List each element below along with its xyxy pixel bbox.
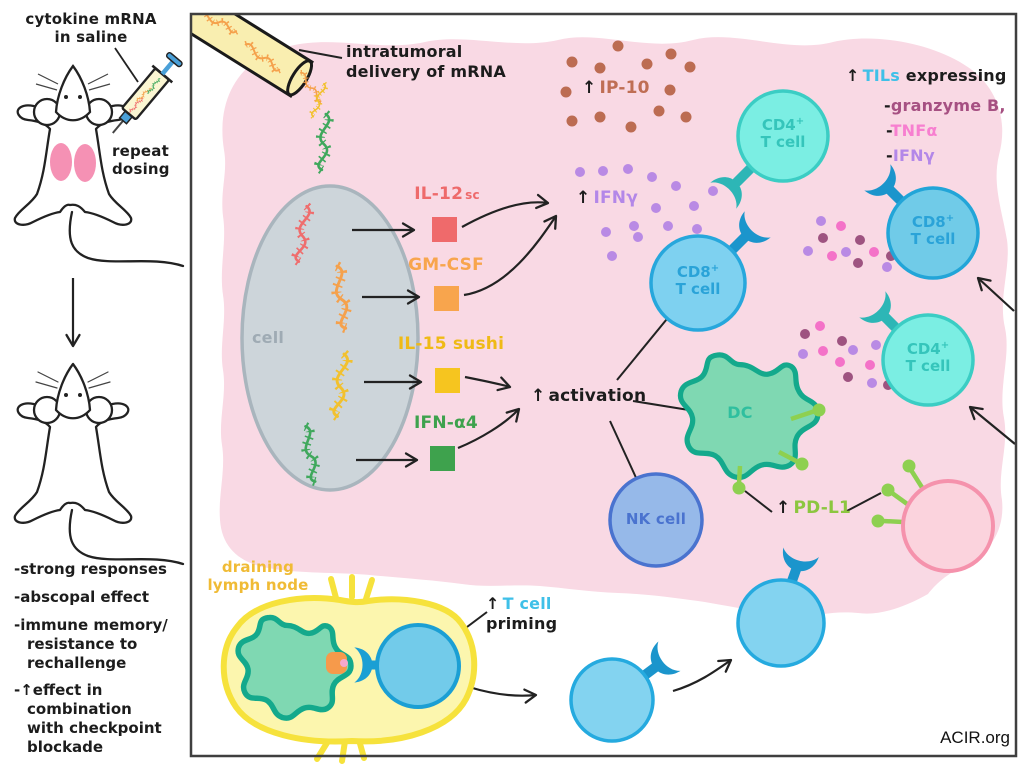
- outcome-abscopal-effect: -abscopal effect: [14, 587, 149, 606]
- outcomes-list: -strong responses -abscopal effect -immu…: [14, 560, 190, 766]
- til-effector-dots-cd8: [803, 216, 896, 272]
- ifng-dots: [575, 164, 718, 261]
- up-arrow-icon: ↑: [776, 498, 791, 518]
- pipette: [192, 15, 314, 98]
- migration-arrows: [468, 658, 733, 704]
- dc-label: DC: [727, 403, 753, 422]
- granzyme-item: -granzyme B,: [884, 96, 1006, 115]
- ip10-label: ↑IP-10: [582, 78, 650, 98]
- effect-arrows: [457, 193, 558, 450]
- ifna4-protein-square: [430, 446, 455, 471]
- cd4-t-cell-top: [710, 89, 830, 209]
- delivery-label: intratumoral delivery of mRNA: [346, 42, 506, 81]
- infiltration-arrows: [968, 276, 1016, 445]
- ip10-dots: [560, 40, 696, 133]
- injection-label-pointer: [114, 47, 139, 83]
- up-arrow-icon: ↑: [486, 594, 500, 613]
- credit-acir: ACIR.org: [940, 728, 1010, 747]
- il15-protein-square: [435, 368, 460, 393]
- cell-label: cell: [252, 328, 285, 347]
- t-cell-priming-label: ↑T cell priming: [486, 594, 558, 633]
- cd8-mid-label: CD8+ T cell: [675, 263, 721, 299]
- gmcsf-label: GM-CSF: [408, 255, 484, 275]
- pdl1-stubs-dc: [736, 408, 816, 484]
- ifng-label: ↑IFNγ: [576, 188, 638, 208]
- mouse-1-head: [32, 64, 114, 127]
- cd8-t-cell-mid: [649, 211, 771, 332]
- nk-cell-label: NK cell: [625, 510, 687, 528]
- cd4-top-label: CD4+ T cell: [760, 116, 806, 152]
- il15-label: IL-15 sushi: [397, 334, 505, 354]
- dendritic-cell-tumor: [680, 355, 826, 495]
- outcome-checkpoint-combo: -↑effect in combination with checkpoint …: [14, 681, 162, 757]
- nk-cell: [608, 472, 704, 568]
- cd8-right-label: CD8+ T cell: [910, 213, 956, 249]
- mhc-complex: [326, 652, 347, 674]
- mouse-tumor-bearing: [13, 104, 185, 268]
- syringe: [112, 52, 183, 134]
- outcome-immune-memory: -immune memory/ resistance to rechalleng…: [14, 615, 168, 672]
- up-arrow-icon: ↑: [846, 66, 860, 85]
- cd4-right-label: CD4+ T cell: [905, 340, 951, 376]
- lymph-node-label: draining lymph node: [207, 558, 309, 595]
- activation-label: ↑activation: [531, 386, 647, 406]
- main-panel-border: [189, 12, 1018, 758]
- mouse-1-extras: [50, 143, 96, 182]
- transfected-cell: [240, 184, 420, 492]
- up-arrow-icon: ↑: [531, 386, 546, 406]
- outcome-strong-responses: -strong responses: [14, 560, 167, 578]
- up-arrow-icon: ↑: [582, 78, 597, 98]
- pdl1-label: ↑PD-L1: [776, 498, 852, 518]
- translation-arrows: [352, 222, 423, 468]
- up-arrow-icon: ↑: [576, 188, 591, 208]
- il12-protein-square: [432, 217, 457, 242]
- peptide-dot: [340, 659, 348, 667]
- tumor-mass: [219, 37, 1008, 616]
- ifna4-label: IFN-α4: [414, 413, 478, 433]
- tils-expressing-label: ↑TILs expressing: [846, 66, 1007, 85]
- cd8-t-cell-right: [864, 164, 980, 280]
- til-effector-dots-cd4: [798, 321, 893, 390]
- ifng-item: -IFNγ: [886, 146, 935, 165]
- gmcsf-protein-square: [434, 286, 459, 311]
- tumor-cell-pdl1: [871, 459, 995, 573]
- tumor-right: [74, 144, 96, 182]
- t-cell-in-node: [354, 623, 461, 709]
- tumor-left: [50, 143, 72, 181]
- mouse-cured: [13, 362, 185, 566]
- t-cell-migrating: [569, 641, 681, 743]
- t-cell-arriving: [736, 547, 826, 668]
- injection-label: cytokine mRNA in saline: [25, 10, 157, 47]
- repeat-dosing-label: repeat dosing: [112, 142, 170, 179]
- cd4-t-cell-right: [859, 291, 975, 407]
- tnfa-item: -TNFα: [886, 121, 938, 140]
